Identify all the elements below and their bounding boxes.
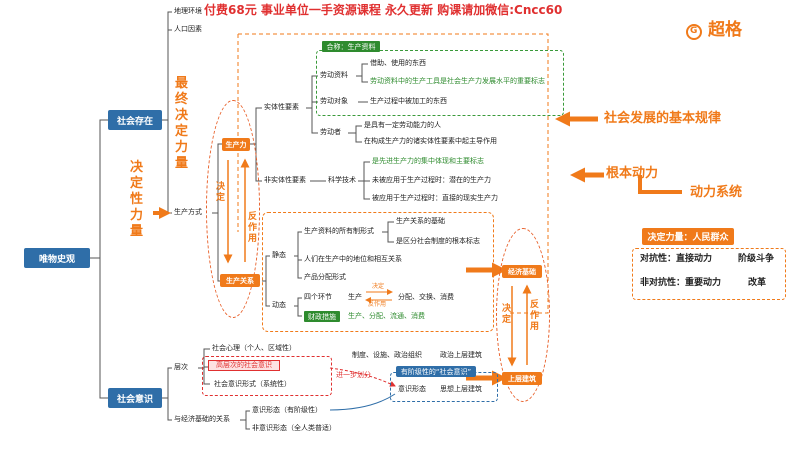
node-economic-base: 经济基础 [502, 265, 542, 278]
label-final-decisive: 最终决定力量 [175, 76, 189, 171]
node-productivity: 生产力 [222, 138, 250, 151]
drive-box [632, 248, 786, 300]
level: 层次 [174, 363, 188, 371]
item-geo: 地理环境 [174, 7, 202, 15]
means-header: 合称：生产资料 [322, 41, 380, 52]
ownership-form: 生产资料的所有制形式 [304, 227, 374, 235]
item-population: 人口因素 [174, 25, 202, 33]
laborer-desc-2: 在构成生产力的诸实体性要素中起主导作用 [364, 137, 497, 145]
relation-eco-base: 与经济基础的关系 [174, 415, 230, 423]
higher-consciousness-group [202, 356, 332, 396]
four-links: 四个环节 [304, 293, 332, 301]
ideological-class: 意识形态（有阶级性） [252, 406, 322, 414]
label-decide-left: 决定 [216, 182, 226, 203]
relations-group [262, 212, 494, 332]
political-superstructure: 政治上层建筑 [440, 351, 482, 359]
sci-desc-3: 被应用于生产过程时：直接的现实生产力 [372, 194, 498, 202]
productivity-relations-oval [206, 100, 260, 318]
real-elements: 实体性要素 [264, 103, 299, 111]
node-superstructure: 上层建筑 [502, 372, 542, 385]
power-system: 动力系统 [690, 185, 743, 200]
static: 静态 [272, 251, 286, 259]
label-react-left: 反作用 [248, 212, 258, 244]
ownership-desc-2: 是区分社会制度的根本标志 [396, 237, 480, 245]
reform: 改革 [748, 278, 767, 288]
systems-facilities: 制度、设施、政治组织 [352, 351, 422, 359]
sci-tech: 科学技术 [328, 176, 356, 184]
labor-tools: 劳动资料 [320, 71, 348, 79]
branch-social-consciousness: 社会意识 [108, 388, 162, 408]
tools-desc-1: 借助、使用的东西 [370, 59, 426, 67]
thought-superstructure: 思想上层建筑 [440, 385, 482, 393]
basic-law-title: 社会发展的基本规律 [604, 111, 722, 126]
root-node: 唯物史观 [24, 248, 90, 268]
non-ideological: 非意识形态（全人类普适） [252, 424, 336, 432]
non-antagonistic: 非对抗性：重要动力 [640, 278, 722, 288]
tools-desc-2: 劳动资料中的生产工具是社会生产力发展水平的重要标志 [370, 77, 545, 85]
node-production-relations: 生产关系 [220, 274, 260, 287]
labor-object: 劳动对象 [320, 97, 348, 105]
fundamental-force: 根本动力 [606, 166, 659, 181]
further-division: 进一步划分 [336, 371, 371, 379]
brand-name: 超格 [708, 20, 742, 40]
antagonistic: 对抗性：直接动力 [640, 254, 713, 264]
branch-social-existence: 社会存在 [108, 110, 162, 130]
decisive-force-people: 决定力量：人民群众 [642, 228, 734, 245]
class-struggle: 阶级斗争 [738, 254, 775, 264]
people-position: 人们在生产中的地位和相互关系 [304, 255, 402, 263]
promo-banner: 付费68元 事业单位一手资源课程 永久更新 购课请加微信:Cncc60 [204, 3, 563, 17]
ownership-desc-1: 生产关系的基础 [396, 217, 445, 225]
sci-desc-2: 未被应用于生产过程时：潜在的生产力 [372, 176, 491, 184]
label-decide-right: 决定 [502, 304, 512, 325]
distribution-form: 产品分配形式 [304, 273, 346, 281]
item-production-mode: 生产方式 [174, 208, 202, 216]
logo-glyph: G [690, 26, 698, 36]
brand-logo-icon: G [686, 24, 702, 40]
small-react: 反作用 [368, 301, 387, 308]
nonreal-elements: 非实体性要素 [264, 176, 306, 184]
fiscal-list: 生产、分配、流通、消费 [348, 312, 425, 320]
object-desc: 生产过程中被加工的东西 [370, 97, 447, 105]
ideology: 意识形态 [398, 385, 426, 393]
link-production: 生产 [348, 293, 362, 301]
base-superstructure-oval [496, 228, 550, 402]
label-react-right: 反作用 [530, 300, 540, 332]
ideology-forms: 社会意识形式（系统性） [214, 380, 291, 388]
laborer: 劳动者 [320, 128, 341, 136]
sci-desc-1: 是先进生产力的集中体现和主要标志 [372, 157, 484, 165]
social-psychology: 社会心理（个人、区域性） [212, 344, 296, 352]
small-decide: 决定 [372, 283, 385, 290]
dynamic: 动态 [272, 301, 286, 309]
higher-consciousness: 高层次的社会意识 [216, 361, 272, 369]
link-others: 分配、交换、消费 [398, 293, 454, 301]
means-of-production-group [316, 50, 564, 116]
class-consciousness-header: 有阶级性的“社会意识” [396, 366, 476, 377]
label-decisive-force: 决定性力量 [130, 160, 144, 239]
fiscal-measures: 财政措施 [304, 311, 340, 322]
laborer-desc-1: 是具有一定劳动能力的人 [364, 121, 441, 129]
higher-consciousness-box: 高层次的社会意识 [208, 360, 280, 371]
